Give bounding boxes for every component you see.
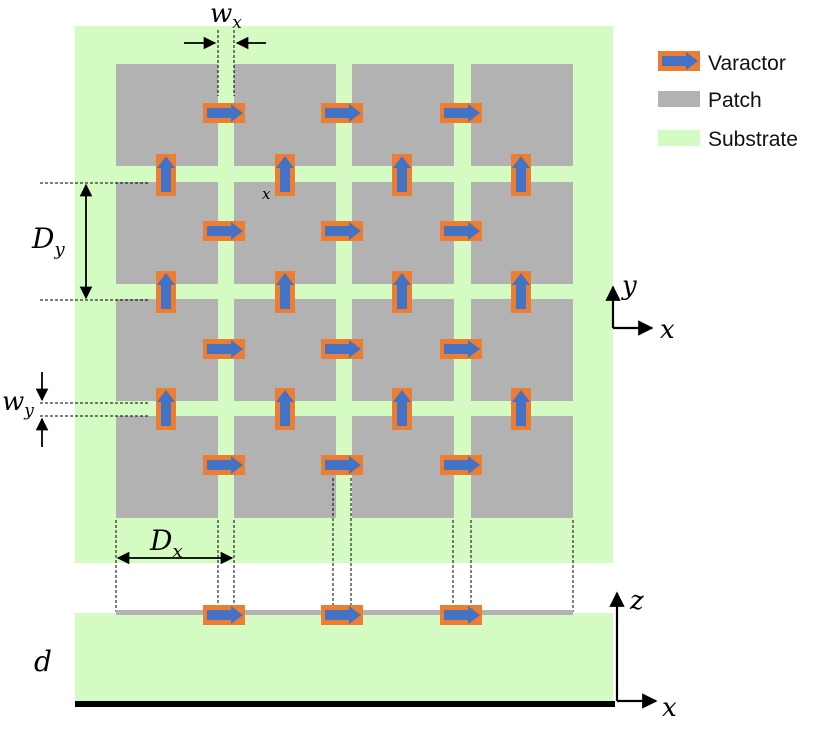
varactor-horizontal	[440, 103, 482, 123]
patch	[116, 64, 218, 166]
varactor-vertical	[511, 154, 531, 196]
legend-varactor-swatch	[658, 51, 700, 71]
axis-z-label: z	[629, 586, 644, 616]
patch	[352, 182, 454, 284]
axis-x-label-bottom: x	[662, 693, 677, 723]
legend: Varactor Patch Substrate	[658, 51, 798, 151]
axis-x-label-top: x	[660, 315, 675, 345]
varactor-horizontal	[321, 221, 363, 241]
varactor-vertical	[156, 388, 176, 430]
varactor-horizontal	[321, 103, 363, 123]
varactor-vertical	[156, 154, 176, 196]
patch	[234, 299, 336, 401]
dimension-lines	[35, 30, 574, 612]
varactor-vertical	[275, 271, 295, 313]
patch	[234, 64, 336, 166]
patch	[471, 182, 573, 284]
varactor-vertical	[275, 388, 295, 430]
patch	[352, 299, 454, 401]
patch	[116, 416, 218, 518]
d-label: d	[34, 645, 52, 678]
substrate-side-view	[75, 613, 613, 701]
varactor-horizontal	[321, 455, 363, 475]
legend-substrate-label: Substrate	[708, 128, 798, 151]
varactor-horizontal	[321, 605, 363, 625]
varactor-horizontal	[321, 339, 363, 359]
varactor-vertical	[392, 271, 412, 313]
varactor-horizontal	[658, 51, 700, 71]
legend-patch-label: Patch	[708, 89, 762, 112]
wy-label: wy	[2, 387, 34, 421]
varactor-vertical	[392, 154, 412, 196]
patch	[471, 64, 573, 166]
patch	[471, 416, 573, 518]
patch	[116, 182, 218, 284]
side-varactors	[203, 605, 482, 625]
varactor-horizontal	[440, 339, 482, 359]
varactor-grid	[156, 103, 531, 475]
stray-x-label: x	[262, 185, 271, 203]
patch	[234, 182, 336, 284]
varactor-vertical	[156, 271, 176, 313]
varactor-vertical	[511, 388, 531, 430]
varactor-horizontal	[440, 221, 482, 241]
varactor-vertical	[511, 271, 531, 313]
ground-plane	[75, 701, 615, 707]
patch	[471, 299, 573, 401]
wx-label: wx	[210, 0, 242, 33]
axis-y-label: y	[621, 271, 637, 301]
patch	[352, 64, 454, 166]
varactor-horizontal	[203, 339, 245, 359]
varactor-horizontal	[203, 103, 245, 123]
varactor-vertical	[392, 388, 412, 430]
varactor-horizontal	[440, 455, 482, 475]
dx-label: Dx	[149, 524, 183, 562]
varactor-horizontal	[203, 605, 245, 625]
axes-xy: y x	[605, 271, 675, 345]
varactor-horizontal	[203, 455, 245, 475]
patch	[352, 416, 454, 518]
legend-patch-swatch	[658, 91, 700, 107]
axes-zx: z x	[609, 586, 677, 723]
varactor-vertical	[275, 154, 295, 196]
legend-varactor-label: Varactor	[708, 52, 786, 75]
patch	[234, 416, 336, 518]
legend-substrate-swatch	[658, 130, 700, 146]
patch-grid	[116, 64, 573, 518]
varactor-horizontal	[203, 221, 245, 241]
varactor-horizontal	[440, 605, 482, 625]
patch	[116, 299, 218, 401]
dy-label: Dy	[31, 222, 65, 260]
